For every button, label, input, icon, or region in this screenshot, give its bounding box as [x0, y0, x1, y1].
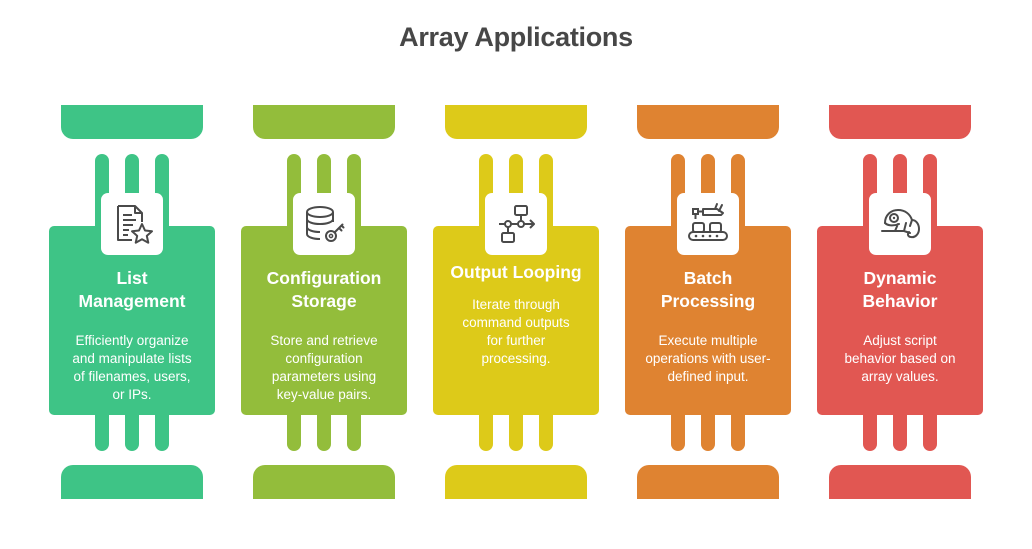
card-title-line: Batch — [683, 268, 733, 288]
pillar-base — [445, 465, 587, 499]
card-description-line: behavior based on — [844, 351, 956, 366]
pillar-top-cap — [445, 105, 587, 139]
card-description-line: or IPs. — [112, 387, 152, 402]
card-description-line: array values. — [861, 369, 939, 384]
card-title-line: Management — [78, 291, 186, 311]
pillar-column-bottom — [923, 405, 937, 451]
pillar-column-bottom — [155, 405, 169, 451]
card-configuration-storage — [241, 226, 407, 415]
card-description-line: Store and retrieve — [270, 333, 378, 348]
document-star-icon — [109, 201, 155, 247]
card-description-line: operations with user- — [645, 351, 771, 366]
card-description-line: processing. — [481, 351, 551, 366]
pillar-base — [637, 465, 779, 499]
card-title-line: Configuration — [266, 268, 382, 288]
pillar-column-bottom — [863, 405, 877, 451]
card-title: Output Looping — [437, 261, 595, 284]
card-title-line: Output Looping — [450, 262, 582, 282]
pillar-column-bottom — [539, 405, 553, 451]
chameleon-icon — [877, 201, 923, 247]
icon-box — [869, 193, 931, 255]
icon-box — [101, 193, 163, 255]
pillar-top-cap — [829, 105, 971, 139]
card-description-line: Execute multiple — [658, 333, 758, 348]
card-description-line: for further — [486, 333, 546, 348]
card-title-line: Behavior — [862, 291, 938, 311]
card-title-line: Processing — [660, 291, 756, 311]
pillar-column-bottom — [731, 405, 745, 451]
card-title-line: List — [116, 268, 148, 288]
card-description-line: configuration — [285, 351, 363, 366]
flowchart-icon — [493, 201, 539, 247]
card-description: Store and retrieve configuration parameter… — [247, 332, 401, 404]
pillar-column-bottom — [893, 405, 907, 451]
icon-box — [293, 193, 355, 255]
card-description: Adjust script behavior based on array valu… — [823, 332, 977, 386]
pillar-column-bottom — [701, 405, 715, 451]
pillar-column-bottom — [671, 405, 685, 451]
card-description-line: Adjust script — [863, 333, 937, 348]
diagram-title: Array Applications — [399, 22, 633, 52]
card-title-line: Storage — [291, 291, 357, 311]
pillar-column-bottom — [509, 405, 523, 451]
card-batch-processing — [625, 226, 791, 415]
card-list-management — [49, 226, 215, 415]
card-description-line: key-value pairs. — [276, 387, 372, 402]
card-title-line: Dynamic — [863, 268, 937, 288]
pillar-column-bottom — [125, 405, 139, 451]
conveyor-robot-icon — [685, 201, 731, 247]
pillar-base — [829, 465, 971, 499]
card-description: Iterate through command outputs for furthe… — [439, 296, 593, 368]
icon-box — [485, 193, 547, 255]
card-output-looping — [433, 226, 599, 415]
database-key-icon — [301, 201, 347, 247]
pillar-column-bottom — [479, 405, 493, 451]
pillar-column-bottom — [287, 405, 301, 451]
pillar-top-cap — [253, 105, 395, 139]
icon-box — [677, 193, 739, 255]
card-description-line: of filenames, users, — [73, 369, 191, 384]
card-description: Execute multiple operations with user-def… — [631, 332, 785, 386]
pillar-base — [253, 465, 395, 499]
card-description-line: command outputs — [462, 315, 570, 330]
card-description-line: and manipulate lists — [72, 351, 192, 366]
pillar-top-cap — [61, 105, 203, 139]
card-description-line: defined input. — [667, 369, 749, 384]
pillar-column-bottom — [347, 405, 361, 451]
pillar-column-bottom — [317, 405, 331, 451]
card-description-line: parameters using — [271, 369, 377, 384]
card-description-line: Efficiently organize — [75, 333, 189, 348]
pillar-column-bottom — [95, 405, 109, 451]
card-description: Efficiently organize and manipulate lists… — [55, 332, 209, 404]
pillar-base — [61, 465, 203, 499]
card-dynamic-behavior — [817, 226, 983, 415]
pillar-top-cap — [637, 105, 779, 139]
card-description-line: Iterate through — [472, 297, 560, 312]
